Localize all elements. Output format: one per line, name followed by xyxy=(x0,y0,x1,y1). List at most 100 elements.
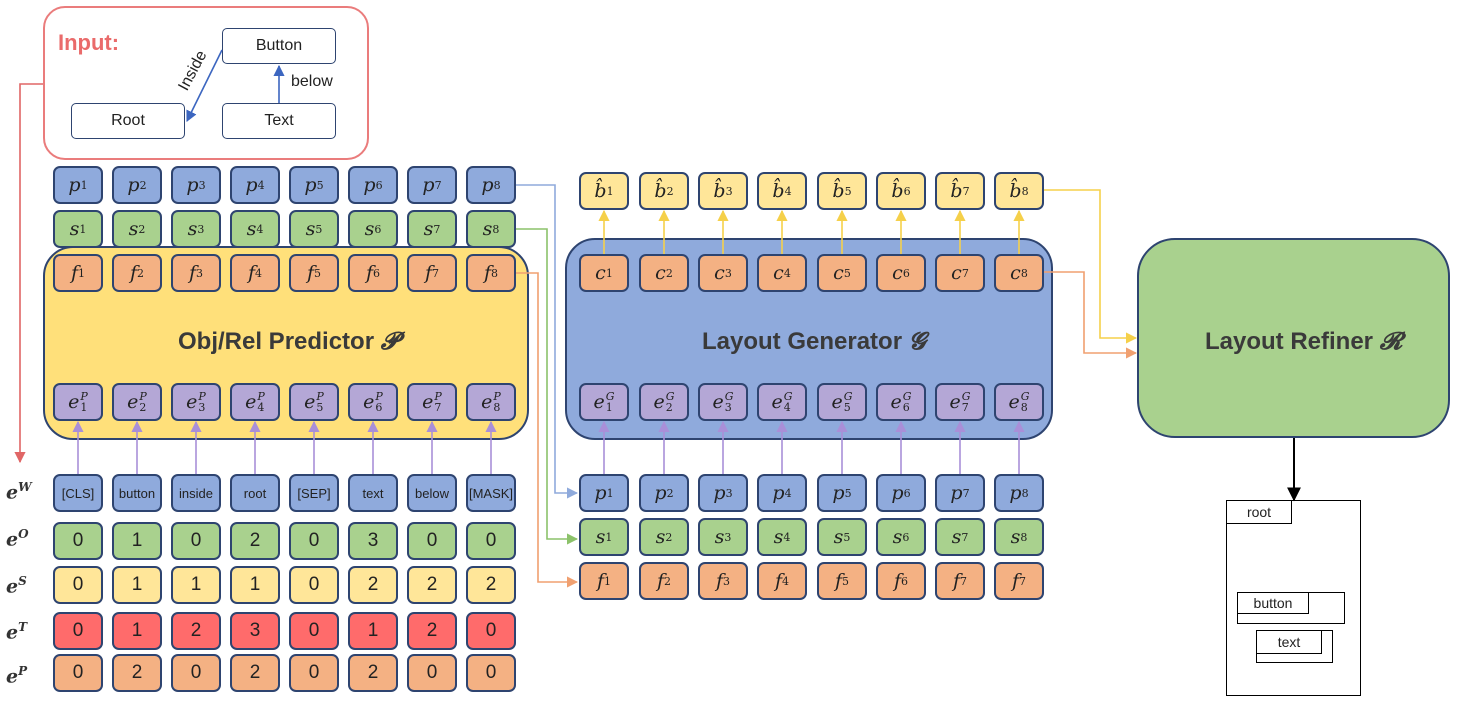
symbol-base: f xyxy=(129,262,138,284)
c-to-refiner-arrow xyxy=(1044,271,1138,359)
word-text: [SEP] xyxy=(297,485,331,501)
word-token-cell: text xyxy=(348,474,398,512)
eo-cell: 0 xyxy=(289,522,339,560)
symbol-base: e xyxy=(481,391,493,413)
symbol-base: p xyxy=(186,174,199,196)
symbol-base: b̂ xyxy=(891,180,904,202)
symbol-base: f xyxy=(1011,570,1020,592)
symbol-base: p xyxy=(304,174,317,196)
et-cell: 3 xyxy=(230,612,280,650)
symbol-base: s xyxy=(305,218,316,240)
refiner-title: Layout Refiner 𝓡 xyxy=(1205,326,1402,356)
symbol-base: c xyxy=(595,262,606,284)
symbol-base: c xyxy=(714,262,725,284)
symbol-base: f xyxy=(306,262,315,284)
symbol-base: p xyxy=(363,174,376,196)
ep-cell: 0 xyxy=(466,654,516,692)
symbol-base: p xyxy=(654,482,667,504)
et-cell: 0 xyxy=(289,612,339,650)
symbol-base: p xyxy=(772,482,785,504)
symbol-base: e xyxy=(422,391,434,413)
symbol-base: e xyxy=(186,391,198,413)
gen-b-cell: b̂3 xyxy=(698,172,748,210)
eo-cell: 0 xyxy=(466,522,516,560)
symbol-base: p xyxy=(481,174,494,196)
symbol-base: p xyxy=(713,482,726,504)
gen-b-cell: b̂6 xyxy=(876,172,926,210)
symbol-base: s xyxy=(128,218,139,240)
row-label-eo: eO xyxy=(6,527,29,551)
generator-title-text: Layout Generator xyxy=(702,328,903,355)
symbol-base: e xyxy=(771,391,783,413)
generator-symbol: 𝓖 xyxy=(908,326,926,355)
symbol-base: s xyxy=(246,218,257,240)
symbol-base: f xyxy=(893,570,902,592)
ep-cell: 0 xyxy=(407,654,457,692)
symbol-base: f xyxy=(424,262,433,284)
symbol-base: f xyxy=(483,262,492,284)
b-to-refiner-arrow xyxy=(1044,189,1138,344)
input-route-arrow xyxy=(14,83,43,464)
word-text: below xyxy=(415,485,449,501)
symbol-base: f xyxy=(952,570,961,592)
row-label-ep: eP xyxy=(6,664,28,688)
symbol-base: b̂ xyxy=(950,180,963,202)
symbol-base: p xyxy=(422,174,435,196)
symbol-base: p xyxy=(950,482,963,504)
gen-b-cell: b̂5 xyxy=(817,172,867,210)
word-token-cell: [SEP] xyxy=(289,474,339,512)
predictor-title: Obj/Rel Predictor 𝓟 xyxy=(178,326,398,356)
es-cell: 2 xyxy=(466,566,516,604)
gen-b-cell: b̂1 xyxy=(579,172,629,210)
refiner-panel xyxy=(1137,238,1450,438)
word-text: [CLS] xyxy=(61,485,95,501)
ep-cell: 0 xyxy=(289,654,339,692)
node-button: Button xyxy=(222,28,336,64)
symbol-base: s xyxy=(833,526,844,548)
es-cell: 1 xyxy=(112,566,162,604)
symbol-base: f xyxy=(834,570,843,592)
symbol-base: s xyxy=(951,526,962,548)
symbol-base: c xyxy=(773,262,784,284)
es-cell: 1 xyxy=(230,566,280,604)
symbol-base: p xyxy=(68,174,81,196)
symbol-base: f xyxy=(596,570,605,592)
output-text-label: text xyxy=(1256,630,1322,654)
gen-b-cell: b̂7 xyxy=(935,172,985,210)
symbol-base: s xyxy=(69,218,80,240)
symbol-base: e xyxy=(304,391,316,413)
word-text: root xyxy=(243,485,267,501)
ep-cell: 0 xyxy=(171,654,221,692)
eo-cell: 2 xyxy=(230,522,280,560)
